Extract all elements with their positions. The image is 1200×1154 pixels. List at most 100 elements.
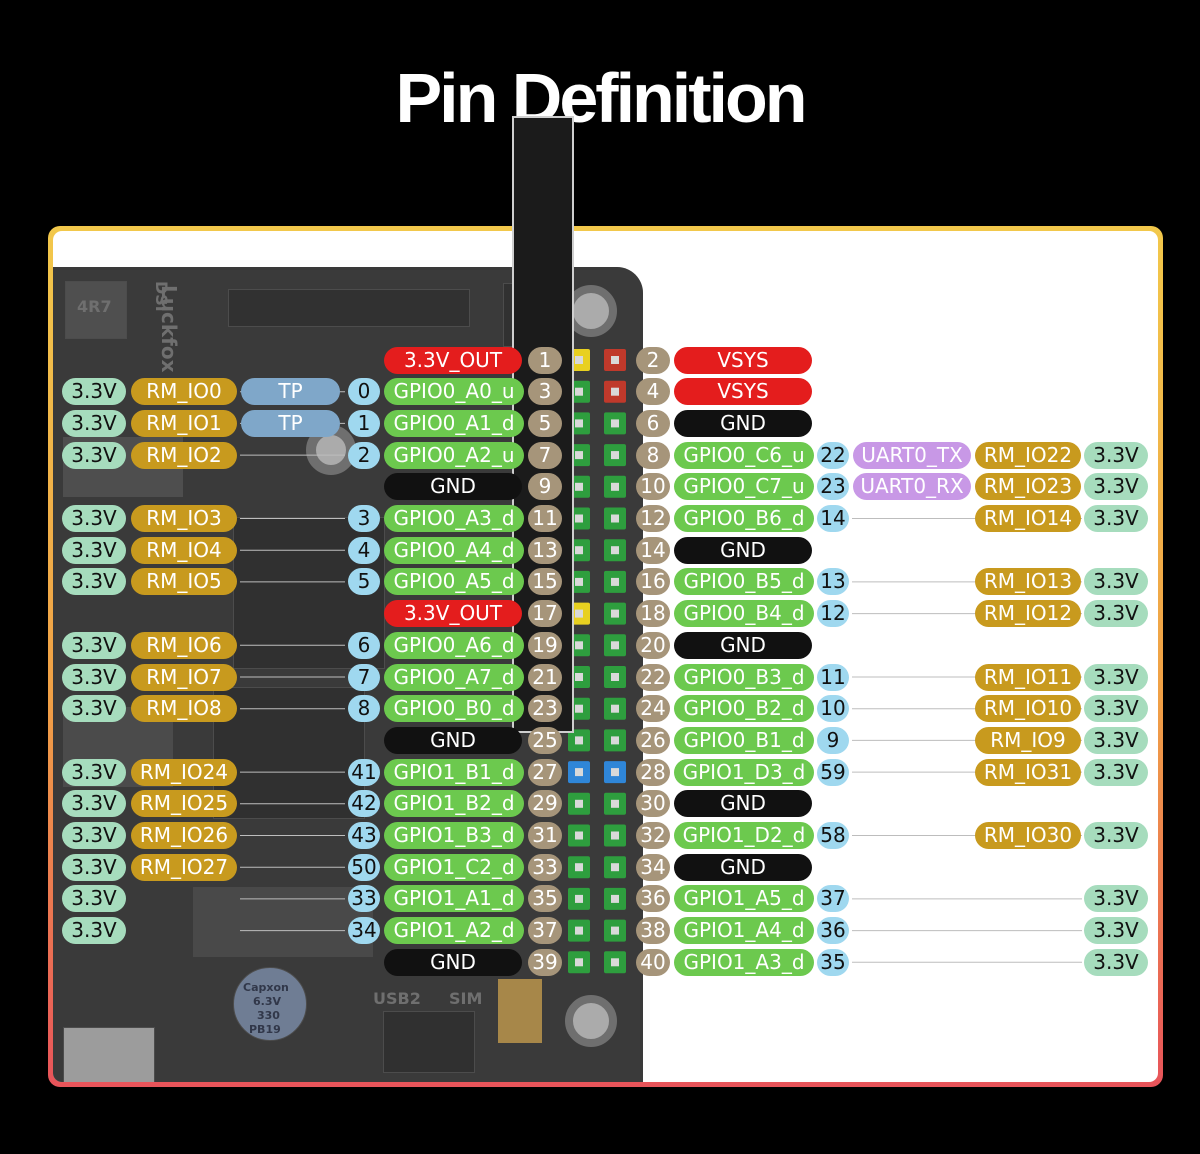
voltage-label: 3.3V [1084, 822, 1148, 849]
cap-label-3: 330 [257, 1009, 280, 1022]
tp-label: TP [241, 378, 340, 406]
header-pin-12-pad [611, 514, 619, 523]
header-pin-27-pad [575, 768, 583, 777]
voltage-label: 3.3V [1084, 695, 1148, 723]
rm-label: RM_IO3 [131, 505, 237, 532]
rm-label: RM_IO14 [975, 505, 1081, 532]
pin-number: 7 [528, 441, 562, 469]
pin-number: 3 [528, 378, 562, 406]
header-pin-29-pad [575, 799, 583, 808]
header-pin-20-pad [611, 641, 619, 650]
voltage-label: 3.3V [62, 853, 126, 881]
right-function-4: VSYS [674, 378, 812, 406]
gpio-number: 59 [817, 758, 849, 786]
voltage-label: 3.3V [62, 917, 126, 945]
voltage-label: 3.3V [1084, 441, 1148, 469]
pin-number: 19 [528, 631, 562, 659]
gpio-number: 10 [817, 695, 849, 723]
rm-label: RM_IO7 [131, 663, 237, 691]
uart-label: UART0_RX [853, 473, 971, 501]
right-function-28: GPIO1_D3_d [674, 758, 814, 786]
pin-number: 8 [636, 441, 670, 469]
gpio-number: 14 [817, 505, 849, 532]
header-pin-4-pad [611, 387, 619, 396]
pin-number: 35 [528, 885, 562, 913]
voltage-label: 3.3V [1084, 758, 1148, 786]
right-function-2: VSYS [674, 346, 812, 374]
left-function-37: GPIO1_A2_d [384, 917, 524, 945]
voltage-label: 3.3V [62, 409, 126, 437]
rm-label: RM_IO27 [131, 853, 237, 881]
left-function-19: GPIO0_A6_d [384, 631, 524, 659]
pin-number: 21 [528, 663, 562, 691]
rm-label: RM_IO4 [131, 536, 237, 564]
mount-hole-bottom [565, 995, 617, 1047]
left-function-39: GND [384, 948, 522, 976]
pin-number: 29 [528, 790, 562, 818]
silk-usb2: USB2 [373, 989, 421, 1008]
gpio-number: 41 [348, 758, 380, 786]
header-pin-17-pad [575, 609, 583, 618]
header-pin-5-pad [575, 419, 583, 428]
left-function-3: GPIO0_A0_u [384, 378, 524, 406]
pin-number: 22 [636, 663, 670, 691]
voltage-label: 3.3V [62, 536, 126, 564]
voltage-label: 3.3V [62, 663, 126, 691]
voltage-label: 3.3V [1084, 726, 1148, 754]
header-pin-22-pad [611, 673, 619, 681]
rm-label: RM_IO26 [131, 822, 237, 849]
right-function-14: GND [674, 536, 812, 564]
header-pin-24-pad [611, 704, 619, 713]
header-pin-21-pad [575, 673, 583, 681]
rm-label: RM_IO31 [975, 758, 1081, 786]
right-function-16: GPIO0_B5_d [674, 568, 814, 596]
voltage-label: 3.3V [1084, 948, 1148, 976]
pin-number: 12 [636, 505, 670, 532]
right-function-8: GPIO0_C6_u [674, 441, 814, 469]
right-function-30: GND [674, 790, 812, 818]
rm-label: RM_IO22 [975, 441, 1081, 469]
pin-number: 6 [636, 409, 670, 437]
gpio-number: 34 [348, 917, 380, 945]
pin-number: 13 [528, 536, 562, 564]
gpio-number: 0 [348, 378, 380, 406]
right-function-6: GND [674, 409, 812, 437]
right-function-36: GPIO1_A5_d [674, 885, 814, 913]
gpio-number: 36 [817, 917, 849, 945]
left-function-9: GND [384, 473, 522, 501]
pin-number: 36 [636, 885, 670, 913]
tp-label: TP [241, 409, 340, 437]
left-function-35: GPIO1_A1_d [384, 885, 524, 913]
gpio-number: 33 [348, 885, 380, 913]
header-pin-9-pad [575, 482, 583, 491]
gpio-number: 22 [817, 441, 849, 469]
header-pin-31-pad [575, 831, 583, 840]
header-pin-15-pad [575, 577, 583, 586]
left-function-31: GPIO1_B3_d [384, 822, 524, 849]
left-function-15: GPIO0_A5_d [384, 568, 524, 596]
header-pin-7-pad [575, 451, 583, 460]
gpio-number: 1 [348, 409, 380, 437]
header-pin-14-pad [611, 546, 619, 555]
uart-label: UART0_TX [853, 441, 971, 469]
header-pin-34-pad [611, 863, 619, 872]
header-pin-1-pad [575, 356, 583, 364]
header-pin-30-pad [611, 799, 619, 808]
gpio-number: 5 [348, 568, 380, 596]
jumper [498, 979, 542, 1043]
rm-label: RM_IO0 [131, 378, 237, 406]
left-function-33: GPIO1_C2_d [384, 853, 524, 881]
header-pin-11-pad [575, 514, 583, 523]
right-function-12: GPIO0_B6_d [674, 505, 814, 532]
page-title: Pin Definition [395, 59, 807, 137]
voltage-label: 3.3V [62, 378, 126, 406]
header-pin-39-pad [575, 958, 583, 967]
header-pin-32-pad [611, 831, 619, 840]
voltage-label: 3.3V [1084, 473, 1148, 501]
voltage-label: 3.3V [62, 441, 126, 469]
right-function-32: GPIO1_D2_d [674, 822, 814, 849]
voltage-label: 3.3V [1084, 663, 1148, 691]
capacitor [233, 967, 307, 1041]
header-pin-36-pad [611, 894, 619, 903]
right-function-22: GPIO0_B3_d [674, 663, 814, 691]
